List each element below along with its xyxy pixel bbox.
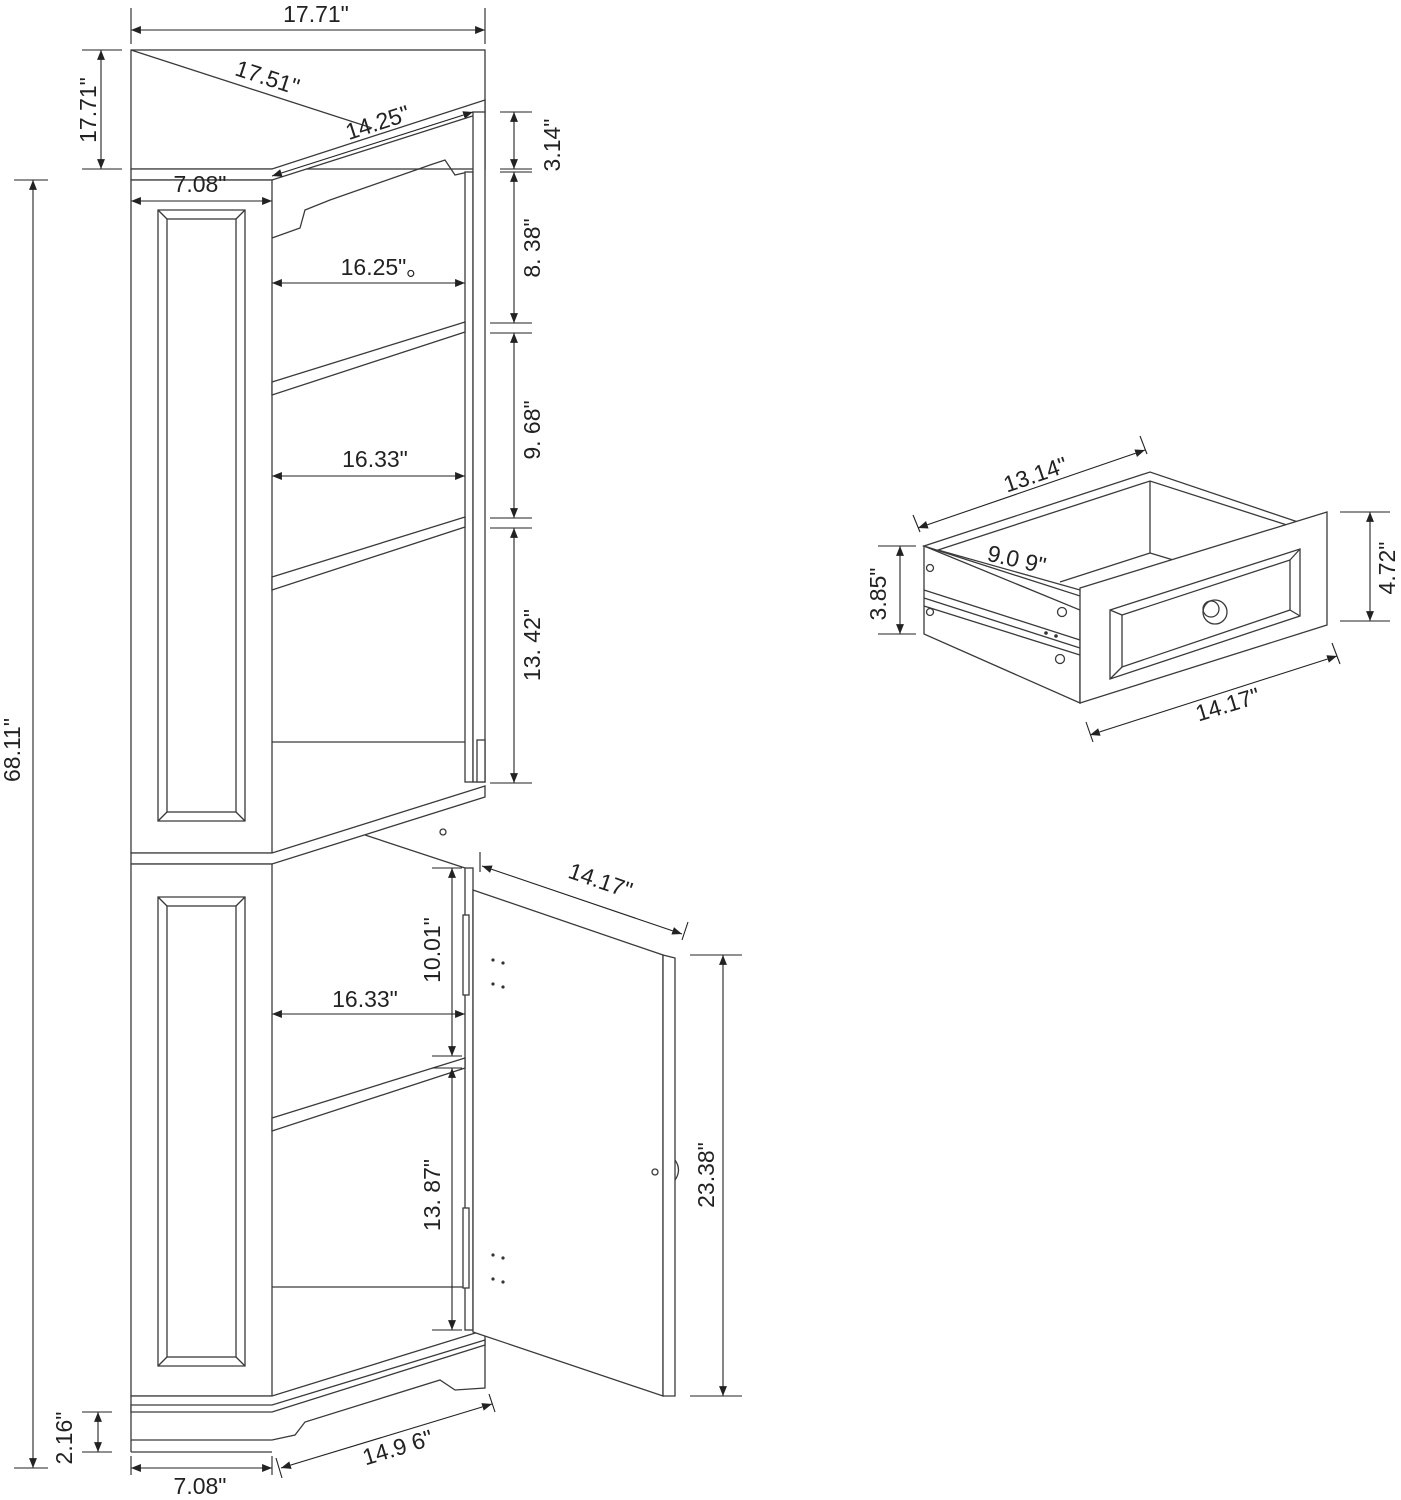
shelf-gap-2-label: 9. 68" (519, 400, 545, 459)
lower-gap-2-label: 13. 87" (419, 1159, 445, 1231)
base-front-label: 14.9 6" (359, 1424, 436, 1470)
top-depth-label: 17.71" (75, 77, 101, 143)
drawer-side-height-label: 3.85" (865, 568, 891, 621)
cabinet-door (472, 889, 664, 1397)
upper-shelf-2 (271, 516, 466, 591)
door-width-label: 14.17" (565, 857, 636, 903)
door-knob-icon (651, 1168, 659, 1176)
drawer-knob-icon (1202, 599, 1228, 625)
base-height-label: 2.16" (51, 1412, 77, 1465)
lower-gap-1-label: 10.01" (419, 917, 445, 983)
door-height-label: 23.38" (693, 1142, 719, 1208)
crown-height-label: 3.14" (539, 119, 565, 172)
drawer-drawing (921, 471, 1328, 704)
door-hinge-bottom (462, 1207, 470, 1289)
hinge-tab (476, 739, 486, 783)
lower-raised-panel-inner (166, 905, 237, 1358)
shelf-width-2-label: 16.33" (342, 446, 408, 472)
top-side-label: 7.08" (174, 171, 227, 197)
shelf-gap-3-label: 13. 42" (519, 609, 545, 681)
corner-cabinet-drawing (130, 49, 680, 1453)
drawer-front-width-label: 14.17" (1192, 682, 1262, 726)
door-edge (662, 954, 676, 1397)
shelf-cutout-edge (271, 159, 469, 239)
drawer-length-label: 13.14" (1000, 451, 1071, 497)
overall-height-label: 68.11" (0, 718, 25, 782)
top-width-label: 17.71" (283, 1, 349, 27)
cabinet-dimensions: 17.71" 17.71" 17.51" 14.25" 7.08" 68.11"… (0, 1, 742, 1499)
upper-front-post (472, 111, 486, 783)
lower-shelf-width-label: 16.33" (332, 986, 398, 1012)
drawer-front-height-label: 4.72" (1374, 542, 1400, 595)
upper-raised-panel-inner (166, 218, 237, 813)
base-side-label: 7.08" (174, 1473, 227, 1499)
base-trim (130, 1339, 486, 1413)
lower-shelf (271, 1057, 466, 1132)
upper-back-edge (464, 171, 474, 783)
upper-shelf-1 (271, 321, 466, 396)
shelf-gap-1-label: 8. 38" (519, 218, 545, 277)
door-hinge-top (462, 914, 470, 996)
shelf-width-1-label: 16.25"。 (341, 254, 430, 280)
